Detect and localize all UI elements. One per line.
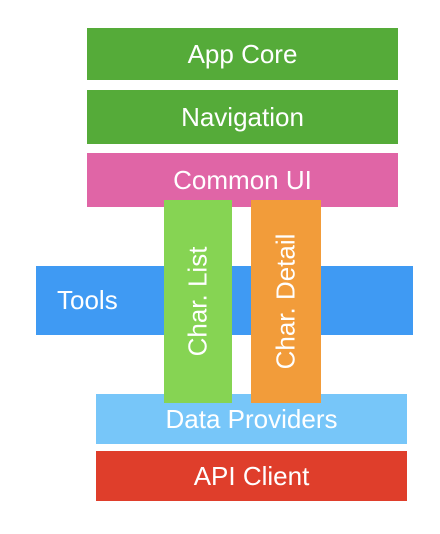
- app-core-layer: App Core: [87, 28, 398, 80]
- app-core-label: App Core: [187, 38, 298, 69]
- char-detail-module: Char. Detail: [251, 200, 321, 403]
- navigation-layer: Navigation: [87, 90, 398, 144]
- tools-label: Tools: [57, 285, 118, 315]
- common-ui-label: Common UI: [173, 164, 312, 195]
- char-list-module: Char. List: [164, 200, 232, 403]
- api-client-label: API Client: [193, 460, 310, 491]
- char-detail-label: Char. Detail: [270, 233, 301, 370]
- data-providers-layer: Data Providers: [96, 394, 407, 444]
- api-client-layer: API Client: [96, 451, 407, 501]
- navigation-label: Navigation: [181, 101, 304, 132]
- char-list-label: Char. List: [182, 246, 213, 357]
- common-ui-layer: Common UI: [87, 153, 398, 207]
- data-providers-label: Data Providers: [165, 403, 338, 434]
